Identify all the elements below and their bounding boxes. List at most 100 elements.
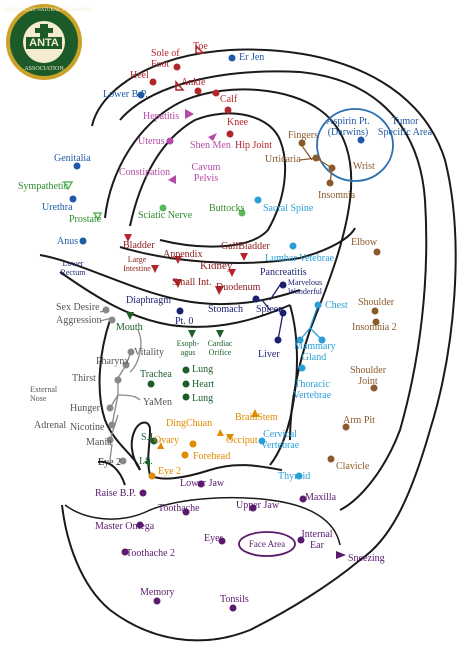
label-pancreatitis: Pancreatitis	[260, 267, 307, 278]
brown-connectors	[299, 142, 333, 184]
raise-bp-dot	[139, 489, 147, 497]
spleen-dot	[279, 309, 287, 317]
label-er-jen: Er Jen	[239, 52, 265, 63]
anta-logo	[6, 4, 82, 80]
label-thyroid: Thyroid	[278, 471, 311, 482]
label-uterus: Uterus	[138, 136, 165, 147]
wrist-dot	[328, 164, 336, 172]
shoulder-joint-dot	[370, 384, 378, 392]
label-esophagus: Esoph- agus	[176, 339, 200, 357]
label-internal-ear: Internal Ear	[301, 529, 333, 551]
label-maxilla: Maxilla	[305, 492, 337, 503]
anus-dot	[79, 237, 87, 245]
label-sacral-spine: Sacral Spine	[263, 203, 314, 214]
label-chest: Chest	[325, 300, 348, 311]
appendix-triangle	[174, 256, 182, 264]
hepatitis-triangle	[185, 109, 194, 119]
concha-inner	[98, 319, 141, 471]
label-large-intestine: Large Intestine	[123, 255, 151, 273]
sex-desire-dot	[102, 306, 110, 314]
constipation-triangle	[168, 175, 176, 184]
chest-dot	[314, 301, 322, 309]
helix-inner-line	[119, 70, 428, 511]
label-arm-pit: Arm Pit	[343, 415, 375, 426]
label-marvelous: Marvelous Wonderful	[287, 278, 323, 296]
label-cervical: Cervical Vertebrae	[260, 429, 300, 451]
label-ankle: Ankle	[181, 77, 206, 88]
label-sciatic-nerve: Sciatic Nerve	[138, 210, 193, 221]
toothache2-dot	[121, 548, 129, 556]
label-adrenal: Adrenal	[34, 420, 67, 431]
label-cardiac: Cardiac Orifice	[207, 339, 233, 357]
concha-upper	[119, 227, 356, 264]
label-insomnia2: Insomnia 2	[352, 322, 397, 333]
stomach-dot	[252, 295, 260, 303]
kidney-triangle	[228, 269, 236, 277]
label-shen-men: Shen Men	[190, 140, 231, 151]
cervical-dot	[258, 437, 266, 445]
label-genitalia: Genitalia	[54, 153, 91, 164]
label-liver: Liver	[258, 349, 280, 360]
toothache-dot	[182, 508, 190, 516]
label-toe: Toe	[193, 41, 208, 52]
label-heart: Heart	[192, 379, 215, 390]
concha-right	[269, 304, 298, 466]
label-master-omega: Master Omega	[95, 521, 155, 532]
shoulder-dot	[371, 307, 379, 315]
hip-joint-dot	[226, 130, 234, 138]
label-spleen: Spleen	[256, 304, 284, 315]
label-toothache: Toothache	[158, 503, 200, 514]
triangular-fossa	[129, 112, 287, 248]
er-jen-dot	[228, 54, 236, 62]
label-sole-of-foot: Sole of Foot	[151, 48, 180, 70]
label-insomnia: Insomnia	[318, 190, 356, 201]
label-aggression: Aggression	[56, 315, 102, 326]
bladder-triangle	[124, 234, 132, 242]
label-urticaria: Urticaria	[265, 154, 301, 165]
label-duodenum: Duodenum	[216, 282, 261, 293]
label-thirst: Thirst	[72, 373, 96, 384]
label-tonsils: Tonsils	[220, 594, 249, 605]
lumbar-dot	[289, 242, 297, 250]
ovary-triangle	[157, 442, 164, 449]
sciatic-nerve-dot	[159, 204, 167, 212]
label-hepatitis: Hepatitis	[143, 111, 180, 122]
sj-dot	[150, 437, 158, 445]
label-forehead: Forehead	[193, 451, 231, 462]
label-is: I.S.	[139, 456, 153, 467]
label-face-area: Face Area	[248, 539, 286, 549]
label-gallbladder: GallBladder	[221, 241, 270, 252]
label-shoulder-joint: Shoulder Joint	[349, 365, 387, 387]
insomnia-dot	[326, 179, 334, 187]
antihelix-line	[104, 88, 353, 441]
upper-jaw-dot	[249, 504, 257, 512]
logo-ring-top: AUSTRALIAN NATURAL THERAPISTS	[4, 8, 92, 13]
pharynx-dot	[122, 361, 130, 369]
label-sex-desire: Sex Desire	[56, 302, 100, 313]
label-aspirin: Aspirin Pt. (Darwins)	[326, 116, 370, 138]
label-diaphragm: Diaphragm	[126, 295, 171, 306]
label-toothache2: Toothache 2	[126, 548, 176, 559]
label-trachea: Trachea	[140, 369, 172, 380]
mammary-dot-2	[318, 336, 326, 344]
label-anus: Anus	[57, 236, 79, 247]
label-eye2: Eye 2	[158, 466, 182, 477]
dingchuan-triangle	[217, 429, 224, 436]
navy-connectors	[261, 284, 284, 341]
label-heel: Heel	[130, 70, 149, 81]
label-stomach: Stomach	[208, 304, 243, 315]
master-omega-dot	[136, 521, 144, 529]
point-triangles	[62, 44, 346, 559]
label-lumbar: Lumbar Vetebrae	[265, 253, 334, 264]
brainstem-triangle	[251, 409, 259, 417]
maxilla-dot	[299, 495, 307, 503]
label-hunger: Hunger	[70, 403, 100, 414]
label-fingers: Fingers	[288, 130, 318, 141]
fingers-dot	[298, 139, 306, 147]
logo-center-text: ANTA	[29, 37, 59, 49]
tumor-area-ellipse	[316, 108, 394, 182]
label-cavum-pelvis: Cavum Pelvis	[191, 162, 221, 184]
knee-dot	[224, 106, 232, 114]
mania-dot	[106, 436, 114, 444]
label-pharynx: Pharynx	[96, 356, 130, 367]
